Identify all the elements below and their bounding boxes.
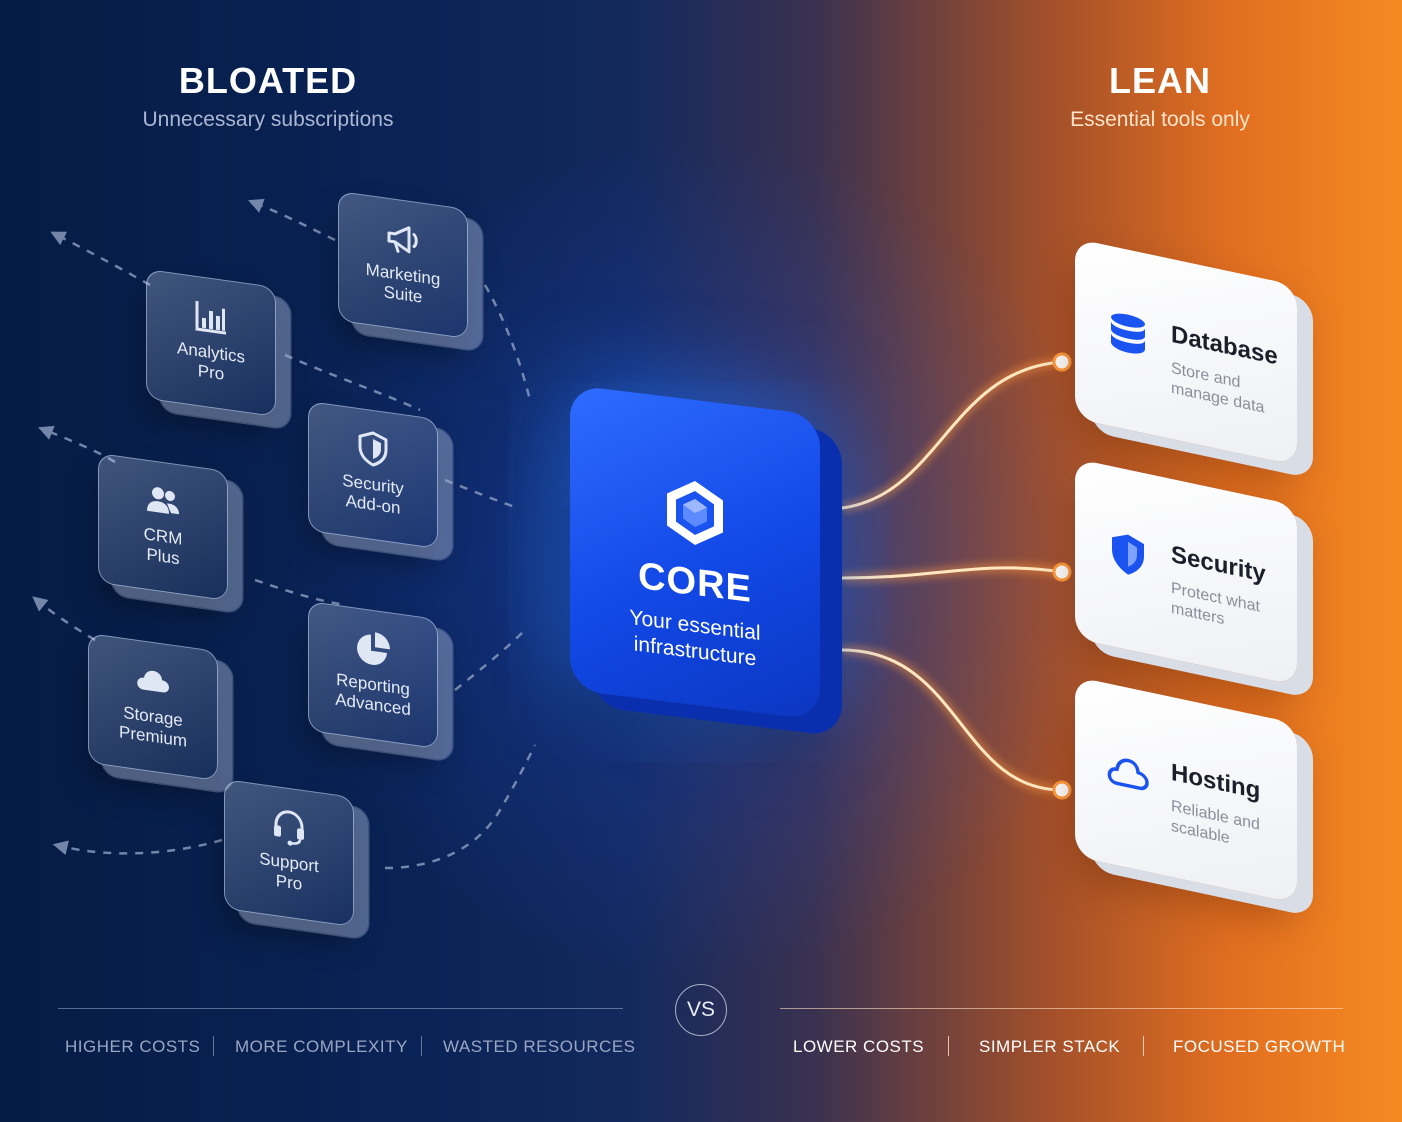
tool-label: Security Add-on: [342, 470, 404, 518]
connector-dot-security: [1052, 562, 1072, 582]
tool-label: Support Pro: [259, 848, 319, 894]
footer-left-item: WASTED RESOURCES: [443, 1037, 636, 1056]
tool-label: Storage Premium: [118, 702, 187, 751]
footer-separator: [1143, 1036, 1144, 1056]
flow-dash-2: [284, 353, 421, 412]
tool-tile-support-pro: Support Pro: [224, 778, 354, 928]
flow-arrow-analytics: [50, 231, 151, 287]
cloud-icon: [1107, 758, 1149, 791]
tool-label: Analytics Pro: [176, 338, 246, 384]
flow-arrow-storage: [32, 596, 96, 642]
tool-label: CRM Plus: [143, 524, 183, 569]
users-icon: [147, 487, 179, 515]
flow-arrow-support: [52, 838, 223, 856]
connector-dot-hosting: [1052, 780, 1072, 800]
pie-chart-icon: [357, 632, 390, 665]
tool-tile-crm-plus: CRM Plus: [98, 452, 228, 602]
footer-right-item: FOCUSED GROWTH: [1173, 1037, 1346, 1056]
tool-tile-analytics-pro: Analytics Pro: [146, 268, 276, 418]
flow-dash-1: [483, 284, 532, 401]
connector-hosting: [841, 648, 1063, 792]
footer-separator: [948, 1036, 949, 1056]
footer-right-item: SIMPLER STACK: [979, 1037, 1121, 1056]
tool-label: Marketing Suite: [365, 259, 441, 307]
flow-arrow-crm: [38, 425, 116, 464]
footer-separator: [213, 1036, 214, 1056]
footer-left-item: HIGHER COSTS: [65, 1037, 201, 1056]
tool-tile-reporting-advanced: Reporting Advanced: [308, 600, 438, 750]
lean-card-database: Database Store and manage data: [1075, 238, 1297, 466]
flow-dash-5: [454, 629, 526, 691]
lean-card-desc: Reliable and scalable: [1171, 797, 1260, 848]
flow-dash-3: [444, 478, 516, 509]
footer-divider-left: [58, 1008, 623, 1009]
flow-dash-6: [384, 744, 537, 870]
tool-tile-security-addon: Security Add-on: [308, 400, 438, 550]
footer-divider-right: [780, 1008, 1343, 1009]
vs-badge: VS: [675, 984, 727, 1036]
connector-database: [841, 360, 1063, 510]
lean-subtitle: Essential tools only: [1070, 108, 1250, 131]
shield-icon: [358, 431, 388, 467]
tool-tile-storage-premium: Storage Premium: [88, 632, 218, 782]
lean-card-hosting: Hosting Reliable and scalable: [1075, 676, 1297, 904]
bloated-title: BLOATED: [178, 60, 358, 101]
cloud-icon: [137, 670, 169, 693]
megaphone-icon: [387, 226, 418, 254]
flow-arrow-marketing: [248, 198, 336, 242]
footer-right-item: LOWER COSTS: [793, 1037, 925, 1056]
database-icon: [1111, 313, 1145, 354]
footer-left-item: MORE COMPLEXITY: [235, 1037, 408, 1056]
tool-tile-marketing-suite: Marketing Suite: [338, 190, 468, 340]
core-block: CORE Your essential infrastructure: [570, 384, 820, 721]
tool-label: Reporting Advanced: [335, 669, 411, 720]
headset-icon: [274, 810, 304, 846]
lean-card-security: Security Protect what matters: [1075, 458, 1297, 686]
bar-chart-icon: [195, 300, 226, 335]
lean-title: LEAN: [1109, 60, 1211, 101]
flow-dash-4: [254, 578, 346, 607]
footer-separator: [421, 1036, 422, 1056]
cube-icon: [667, 481, 723, 545]
connector-dot-database: [1052, 352, 1072, 372]
shield-icon: [1112, 534, 1144, 575]
connector-security: [841, 566, 1063, 580]
bloated-subtitle: Unnecessary subscriptions: [142, 108, 394, 131]
